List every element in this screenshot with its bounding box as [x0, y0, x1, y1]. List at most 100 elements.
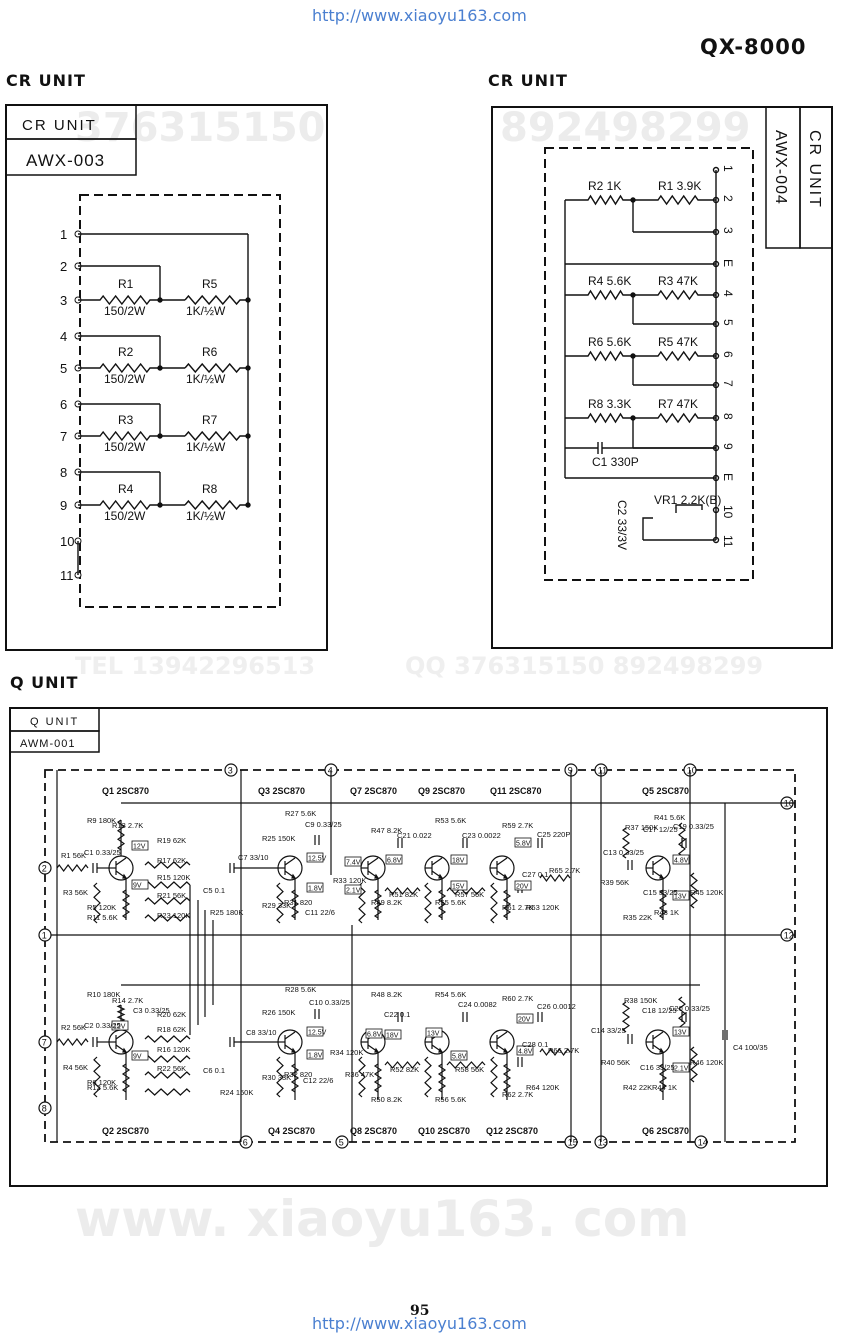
watermark-qq: 376315150	[75, 105, 326, 151]
q-component-label-top: R25 180K	[210, 908, 243, 917]
voltage-box: 5.8V	[516, 841, 531, 848]
q-left-node: 1	[42, 931, 47, 941]
q-top-transistor-label: Q3 2SC870	[258, 786, 305, 796]
q-component-label-bottom: C10 0.33/25	[309, 998, 350, 1007]
cr-left-resistor-name: R2	[118, 345, 134, 359]
q-component-label-bottom: R58 56K	[455, 1065, 484, 1074]
cr-right-resistor-left: R4 5.6K	[588, 274, 631, 288]
cr-left-resistor-name: R8	[202, 482, 218, 496]
q-component-label-bottom: R20 62K	[157, 1010, 186, 1019]
header-url[interactable]: http://www.xiaoyu163.com	[312, 6, 527, 25]
cr-right-resistor-right: R7 47K	[658, 397, 698, 411]
cr-left-pin-label: 8	[60, 465, 67, 480]
q-left-node: 2	[42, 864, 47, 874]
cr-right-resistor-left: R2 1K	[588, 179, 621, 193]
cr-right-pin-label: 8	[721, 413, 735, 420]
q-component-label-top: R47 8.2K	[371, 826, 402, 835]
watermark-qq-mid: QQ 376315150 892498299	[405, 652, 764, 680]
q-bottom-transistor-label: Q12 2SC870	[486, 1126, 538, 1136]
voltage-box: 18V	[386, 1033, 399, 1040]
q-component-label-top: C23 0.0022	[462, 831, 501, 840]
cr-left-pin-label: 11	[60, 568, 74, 583]
q-top-node: 9	[568, 766, 573, 776]
q-component-label-top: R5 120K	[87, 903, 116, 912]
q-bottom-transistor-label: Q8 2SC870	[350, 1126, 397, 1136]
q-component-label-bottom: C2 0.33/25	[84, 1021, 121, 1030]
q-component-label-bottom: R50 8.2K	[371, 1095, 402, 1104]
cr-right-c2-label: C2 33/3V	[615, 500, 629, 550]
cr-unit-left-heading: CR UNIT	[6, 71, 86, 90]
q-component-label-top: R15 120K	[157, 873, 190, 882]
q-top-transistor-label: Q1 2SC870	[102, 786, 149, 796]
q-component-label-top: R63 120K	[526, 903, 559, 912]
cr-right-box-title: CR UNIT	[806, 130, 823, 209]
q-component-label-bottom: C18 12/25	[642, 1006, 677, 1015]
watermark-qq-2: 892498299	[500, 105, 751, 151]
q-bottom-node: 13	[598, 1138, 608, 1148]
q-component-label-top: R61 2.7K	[502, 903, 533, 912]
cr-right-pin-label: 9	[721, 443, 735, 450]
q-component-label-bottom: C16 33/25	[640, 1063, 675, 1072]
q-component-label-bottom: R32 820	[284, 1070, 312, 1079]
voltage-box: 1.8V	[308, 1053, 323, 1060]
cr-right-resistor-right: R3 47K	[658, 274, 698, 288]
q-bottom-node: 14	[698, 1138, 708, 1148]
cr-right-pin-label: 11	[721, 535, 735, 548]
cr-left-resistor-value: 150/2W	[104, 372, 146, 386]
cr-right-pin-label: 2	[721, 195, 735, 202]
cr-left-resistor-value: 1K/½W	[186, 304, 226, 318]
cr-right-pin-label: 1	[721, 165, 735, 172]
q-bottom-transistor-label: Q4 2SC870	[268, 1126, 315, 1136]
q-component-label-top: R3 56K	[63, 888, 88, 897]
q-left-node: 7	[42, 1038, 47, 1048]
voltage-box: 12.5V	[308, 856, 327, 863]
page-number: 95	[410, 1303, 430, 1319]
voltage-box: 4.8V	[518, 1049, 533, 1056]
model-number: QX-8000	[700, 35, 807, 59]
q-component-label-top: R19 62K	[157, 836, 186, 845]
cr-left-box-model: AWX-003	[26, 151, 105, 170]
q-component-label-bottom: R66 2.7K	[548, 1046, 579, 1055]
cr-left-pin-label: 2	[60, 259, 67, 274]
voltage-box: 6.8V	[387, 858, 402, 865]
q-top-transistor-label: Q7 2SC870	[350, 786, 397, 796]
cr-right-resistor-left: R8 3.3K	[588, 397, 631, 411]
q-component-label-bottom: R36 47K	[345, 1070, 374, 1079]
q-top-transistor-label: Q9 2SC870	[418, 786, 465, 796]
q-component-label-top: R55 5.6K	[435, 898, 466, 907]
q-component-label-bottom: R64 120K	[526, 1083, 559, 1092]
voltage-box: 13V	[427, 1031, 440, 1038]
cr-right-resistor-right: R1 3.9K	[658, 179, 701, 193]
q-component-label-top: R11 5.6K	[87, 913, 118, 922]
q-component-label-top: R29 33K	[262, 901, 291, 910]
cr-left-resistor-name: R3	[118, 413, 134, 427]
q-component-label-top: R45 120K	[690, 888, 723, 897]
q-component-label-top: C7 33/10	[238, 853, 268, 862]
voltage-box: 18V	[452, 858, 465, 865]
voltage-box: 15V	[452, 884, 465, 891]
q-component-label-bottom: C6 0.1	[203, 1066, 225, 1075]
q-component-label-top: R1 56K	[61, 851, 86, 860]
q-component-label-top: R53 5.6K	[435, 816, 466, 825]
q-component-label-top: C5 0.1	[203, 886, 225, 895]
q-component-label-top: C9 0.33/25	[305, 820, 342, 829]
q-component-label-top: C15 33/25	[643, 888, 678, 897]
cr-left-resistor-value: 1K/½W	[186, 509, 226, 523]
cr-right-pin-label: E	[721, 473, 735, 481]
voltage-box: 5.8V	[452, 1054, 467, 1061]
voltage-box: 20V	[518, 1017, 531, 1024]
q-component-label-bottom: R16 120K	[157, 1045, 190, 1054]
voltage-box: 12V	[133, 844, 146, 851]
voltage-box: 13V	[674, 894, 687, 901]
q-component-label-bottom: R18 62K	[157, 1025, 186, 1034]
cr-right-pin-label: 7	[721, 380, 735, 387]
q-component-label-top: R33 120K	[333, 876, 366, 885]
cr-left-pin-label: 5	[60, 361, 67, 376]
q-component-label-bottom: R40 56K	[601, 1058, 630, 1067]
q-component-label-bottom: R30 33K	[262, 1073, 291, 1082]
footer-url[interactable]: http://www.xiaoyu163.com	[312, 1314, 527, 1333]
q-component-label-top: R51 82K	[389, 890, 418, 899]
voltage-box: 4.8V	[674, 858, 689, 865]
cr-right-pin-label: 10	[721, 505, 735, 519]
cr-unit-awx003-schematic: CR UNIT AWX-003 1234567891011R1150/2WR51…	[5, 104, 328, 651]
